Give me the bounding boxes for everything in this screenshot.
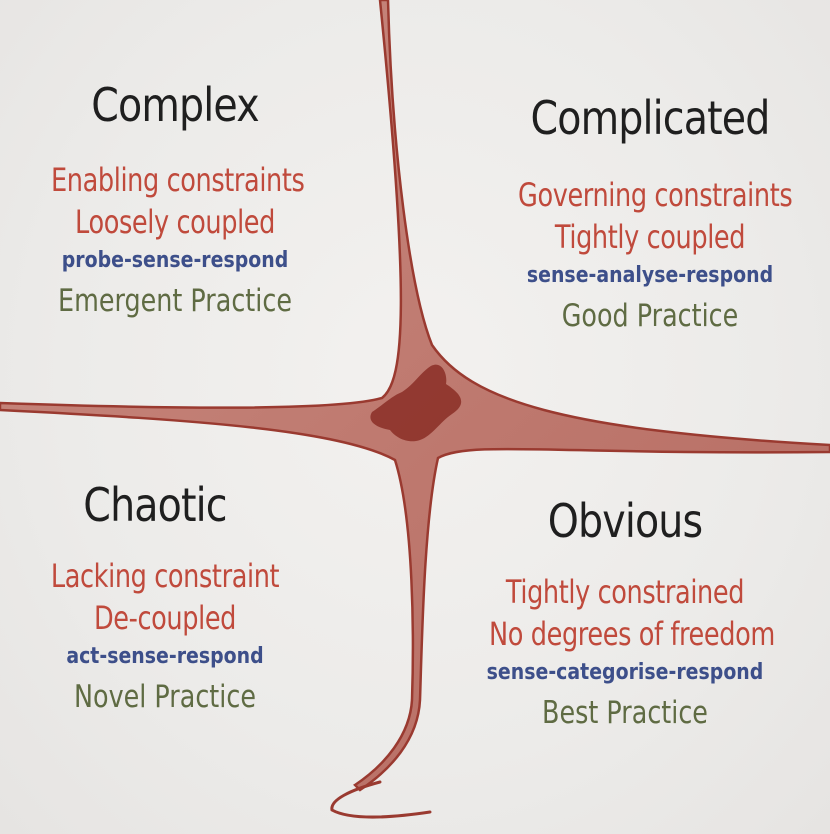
complicated-approach: sense-analyse-respond — [526, 263, 774, 288]
complicated-title: Complicated — [530, 91, 771, 145]
complex-coupling: Loosely coupled — [75, 203, 275, 241]
complex-approach: probe-sense-respond — [61, 248, 289, 273]
quadrant-complicated: Complicated Governing constraints Tightl… — [485, 95, 815, 332]
quadrant-chaotic: Chaotic Lacking constraint De-coupled ac… — [10, 482, 320, 713]
obvious-coupling: No degrees of freedom — [489, 615, 775, 653]
chaos-cliff — [330, 780, 432, 819]
complicated-constraint: Governing constraints — [518, 176, 793, 214]
complicated-coupling: Tightly coupled — [554, 218, 746, 256]
quadrant-complex: Complex Enabling constraints Loosely cou… — [20, 82, 330, 317]
obvious-approach: sense-categorise-respond — [486, 660, 764, 685]
chaotic-practice: Novel Practice — [74, 679, 256, 715]
complex-constraint: Enabling constraints — [51, 161, 305, 199]
chaotic-constraint: Lacking constraint — [50, 557, 280, 595]
chaotic-title: Chaotic — [83, 478, 227, 532]
complex-practice: Emergent Practice — [58, 283, 292, 319]
obvious-practice: Best Practice — [542, 695, 708, 731]
quadrant-obvious: Obvious Tightly constrained No degrees o… — [455, 498, 795, 729]
obvious-title: Obvious — [547, 494, 703, 548]
complicated-practice: Good Practice — [561, 298, 739, 334]
complex-title: Complex — [91, 78, 259, 132]
disorder-center — [370, 364, 462, 442]
chaotic-coupling: De-coupled — [93, 599, 237, 637]
obvious-constraint: Tightly constrained — [505, 573, 745, 611]
chaotic-approach: act-sense-respond — [66, 644, 264, 669]
